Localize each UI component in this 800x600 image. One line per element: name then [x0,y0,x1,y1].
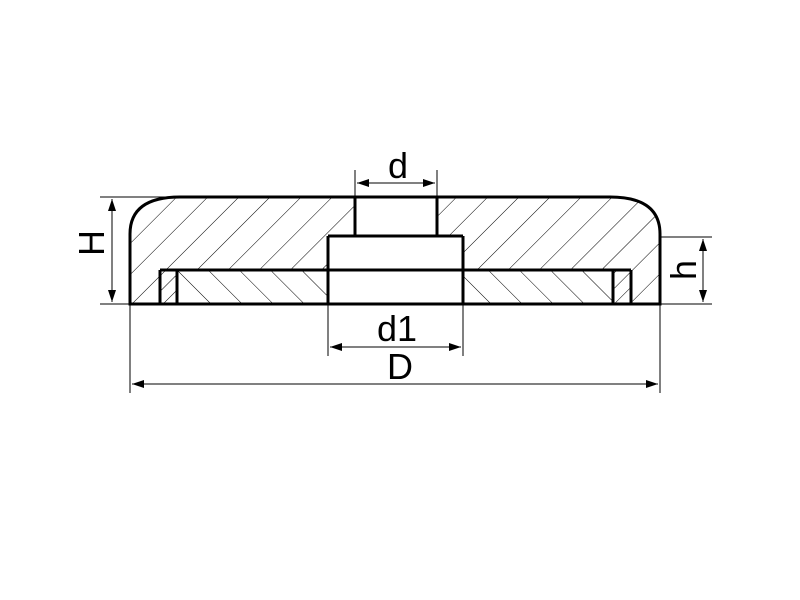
dimension-d1: d1 [327,304,464,356]
dimension-D: D [129,304,661,393]
dimension-H: H [71,196,180,305]
magnet-right [463,270,613,304]
label-d1: d1 [377,308,417,349]
recess-right [611,270,633,304]
dimension-d: d [354,145,438,197]
pot-body-left [130,197,355,304]
outer-profile [128,195,662,306]
magnet-left [177,270,328,304]
label-D: D [387,346,413,387]
recess-left [158,270,179,304]
ring-right [613,270,631,304]
label-h: h [663,260,704,280]
pot-body-right [437,197,660,304]
ring-left [160,270,177,304]
label-H: H [71,230,112,256]
bore-d [353,197,439,236]
dimension-h: h [660,236,712,305]
label-d: d [388,145,408,186]
